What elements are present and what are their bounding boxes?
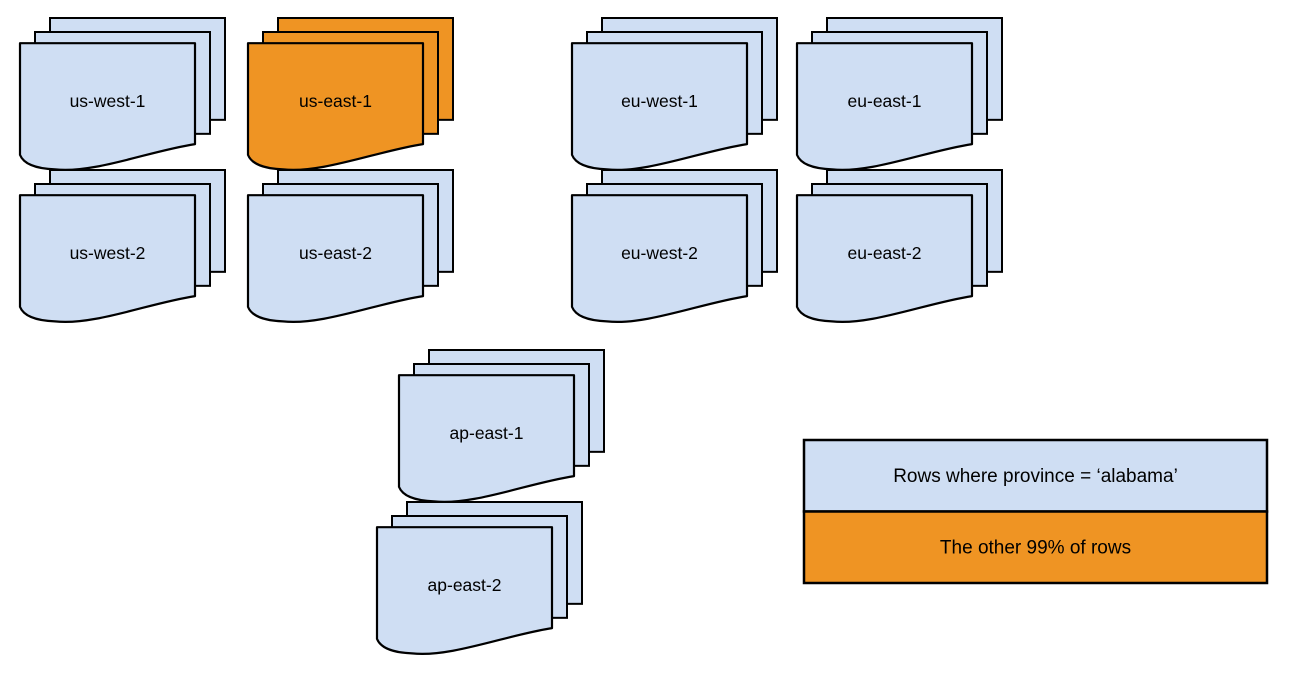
legend-row-legend-orange: The other 99% of rows [802,510,1269,585]
document-stack-ap-east-2[interactable]: ap-east-2 [375,501,583,656]
stack-label-eu-west-1: eu-west-1 [621,91,698,111]
stack-label-eu-east-1: eu-east-1 [848,91,922,111]
legend-label-legend-orange: The other 99% of rows [940,537,1131,558]
stack-label-us-west-1: us-west-1 [70,91,146,111]
stack-label-us-east-2: us-east-2 [299,243,372,263]
document-stacks-layer: us-west-1 us-east-1 eu-west-1 eu-east-1 us-w… [18,17,1003,656]
stack-sheet-front [246,194,425,324]
stack-sheet-front [375,526,554,656]
document-stack-us-west-1[interactable]: us-west-1 [18,17,226,172]
document-stack-eu-east-1[interactable]: eu-east-1 [795,17,1003,172]
stack-label-ap-east-1: ap-east-1 [450,423,524,443]
document-stack-eu-east-2[interactable]: eu-east-2 [795,169,1003,324]
legend-swatch-orange [802,510,1269,585]
stack-label-ap-east-2: ap-east-2 [428,575,502,595]
document-stack-eu-west-2[interactable]: eu-west-2 [570,169,778,324]
legend-layer: Rows where province = ‘alabama’ The other… [802,438,1269,585]
document-stack-eu-west-1[interactable]: eu-west-1 [570,17,778,172]
stack-sheet-front [570,194,749,324]
stack-label-eu-east-2: eu-east-2 [848,243,922,263]
stack-label-us-west-2: us-west-2 [70,243,146,263]
document-stack-us-west-2[interactable]: us-west-2 [18,169,226,324]
document-stack-us-east-2[interactable]: us-east-2 [246,169,454,324]
document-stack-us-east-1[interactable]: us-east-1 [246,17,454,172]
legend-swatch-blue [802,438,1269,513]
legend-row-legend-blue: Rows where province = ‘alabama’ [802,438,1269,513]
stack-sheet-front [18,194,197,324]
stack-label-eu-west-2: eu-west-2 [621,243,698,263]
stack-label-us-east-1: us-east-1 [299,91,372,111]
legend-label-legend-blue: Rows where province = ‘alabama’ [893,466,1178,487]
document-stack-ap-east-1[interactable]: ap-east-1 [397,349,605,504]
stack-sheet-front [795,194,974,324]
